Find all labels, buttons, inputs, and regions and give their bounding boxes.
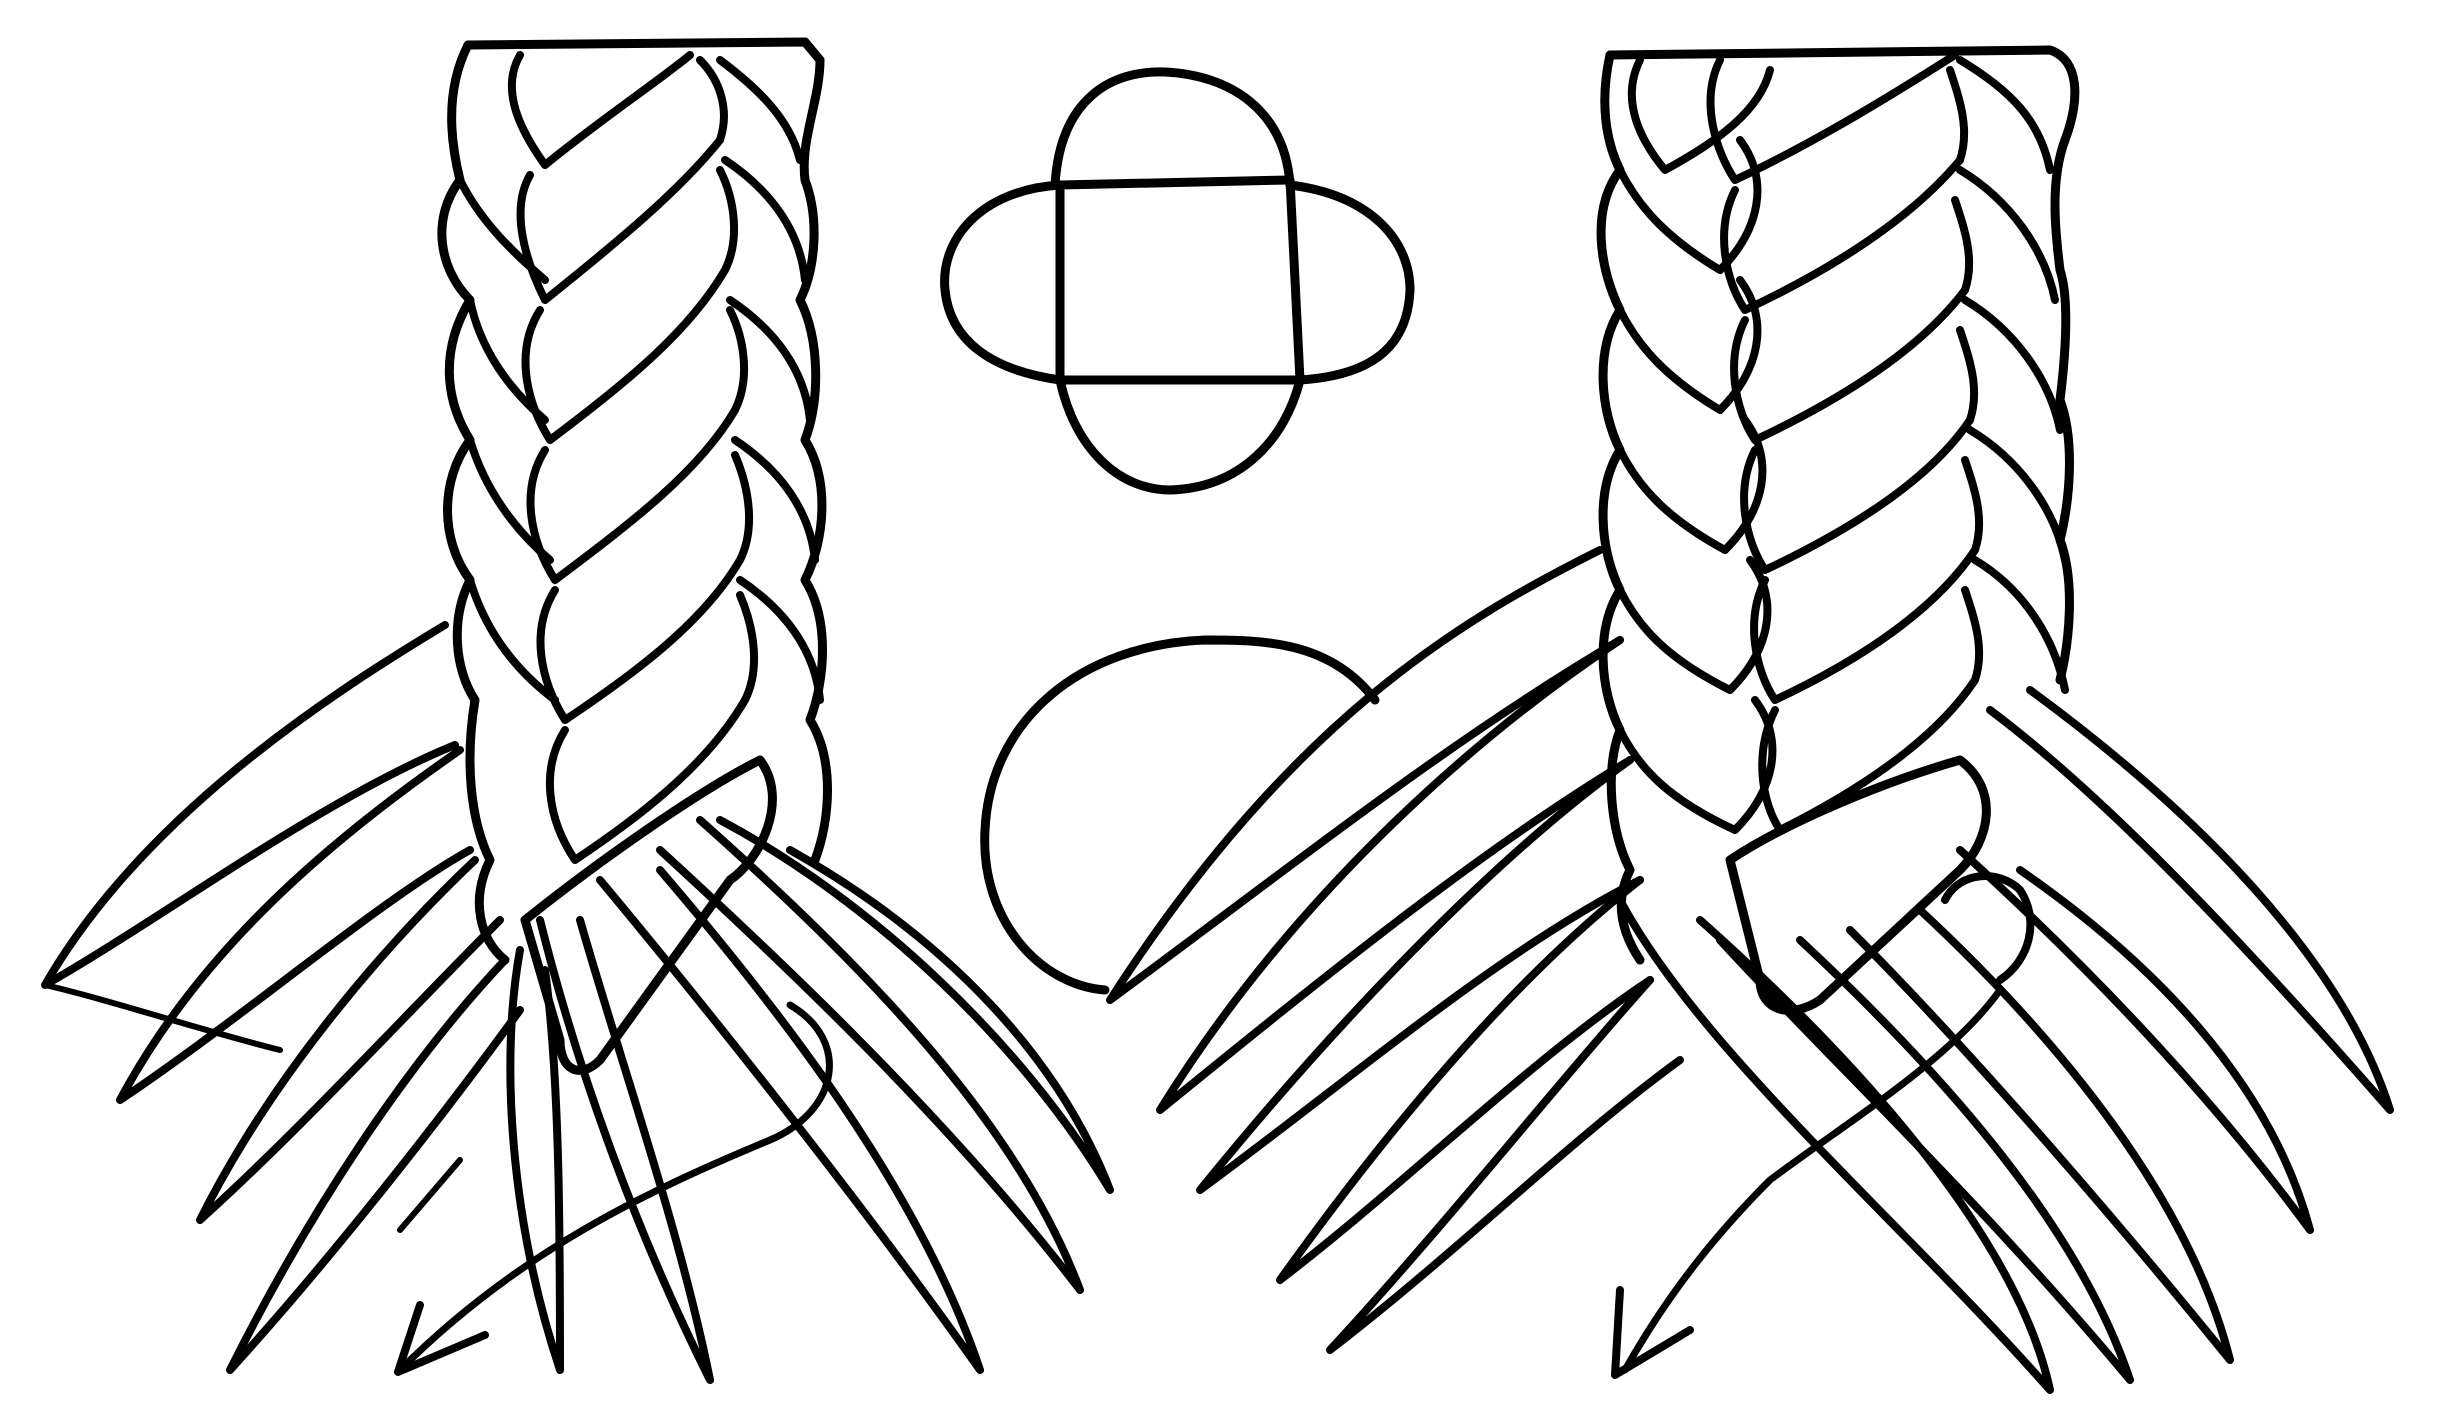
left-strand-end [230,960,520,1370]
right-strand-loop [1945,876,2030,980]
right-braid-strand [1975,560,2065,690]
cross-section-circle [985,640,1375,990]
cross-section-round [985,640,1375,990]
left-braid-strand [541,455,750,720]
right-braid-strand [1970,430,2065,560]
left-braid-strand [526,170,735,440]
left-braid-strand [512,55,690,165]
cross-section-four-strand [945,72,1410,490]
left-braid-strand [521,60,724,300]
right-braid-strand [1965,300,2060,430]
cross-section-lobe-bottom [1060,380,1300,490]
right-braid-strand [1960,60,2050,170]
right-braid-strand [1744,330,1974,570]
right-braid-strand [1711,55,1955,180]
right-braid-strand [1734,200,1969,440]
left-braid-strand [720,60,800,160]
right-braid-strand [1620,700,1772,830]
right-strand-end [1330,980,1680,1350]
left-strand-end [120,750,470,1100]
right-braid [1110,50,2390,1390]
cross-section-lobe-left [945,185,1060,380]
right-strand-end [1200,760,1640,1190]
left-arrow-shaft [400,1005,829,1370]
cross-section-square [1060,180,1300,380]
cross-section-lobe-top [1055,72,1290,185]
right-braid-strand [1960,170,2055,300]
left-braid-strand [460,180,545,280]
right-braid-strand [1754,460,1979,700]
right-braid-strand [1620,560,1767,690]
left-strand-end [45,625,455,985]
left-braid-right-edge [800,60,828,860]
cross-section-lobe-right [1290,185,1410,380]
left-strand-tick [400,1160,460,1230]
left-braid-strand [531,310,745,580]
left-strand-tick [45,985,280,1050]
right-strand-end [1280,880,1650,1280]
